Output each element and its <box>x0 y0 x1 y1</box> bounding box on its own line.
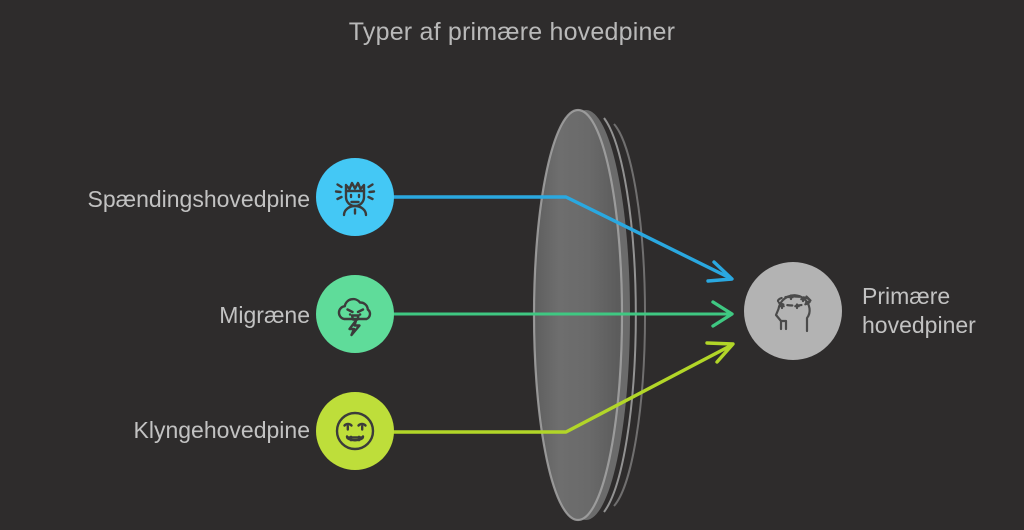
connector-migraine <box>392 300 734 328</box>
source-node-cluster[interactable] <box>316 392 394 470</box>
source-node-migraine[interactable] <box>316 275 394 353</box>
storm-cloud-lightning-icon <box>329 288 381 340</box>
dizzy-head-profile-icon <box>761 279 825 343</box>
page-title: Typer af primære hovedpiner <box>348 18 676 46</box>
target-node-primary-headaches[interactable] <box>744 262 842 360</box>
stressed-person-icon <box>329 171 381 223</box>
source-label-cluster: Klyngehovedpine <box>133 417 310 443</box>
center-lens-disc <box>532 108 647 522</box>
source-node-tension[interactable] <box>316 158 394 236</box>
target-label: Primære hovedpiner <box>862 282 976 341</box>
connector-tension <box>392 195 734 283</box>
grimacing-face-icon <box>329 405 381 457</box>
source-label-migraine: Migræne <box>219 302 310 328</box>
target-label-line1: Primære <box>862 283 951 309</box>
source-label-tension: Spændingshovedpine <box>87 186 310 212</box>
target-label-line2: hovedpiner <box>862 312 976 339</box>
connector-cluster <box>392 341 735 434</box>
